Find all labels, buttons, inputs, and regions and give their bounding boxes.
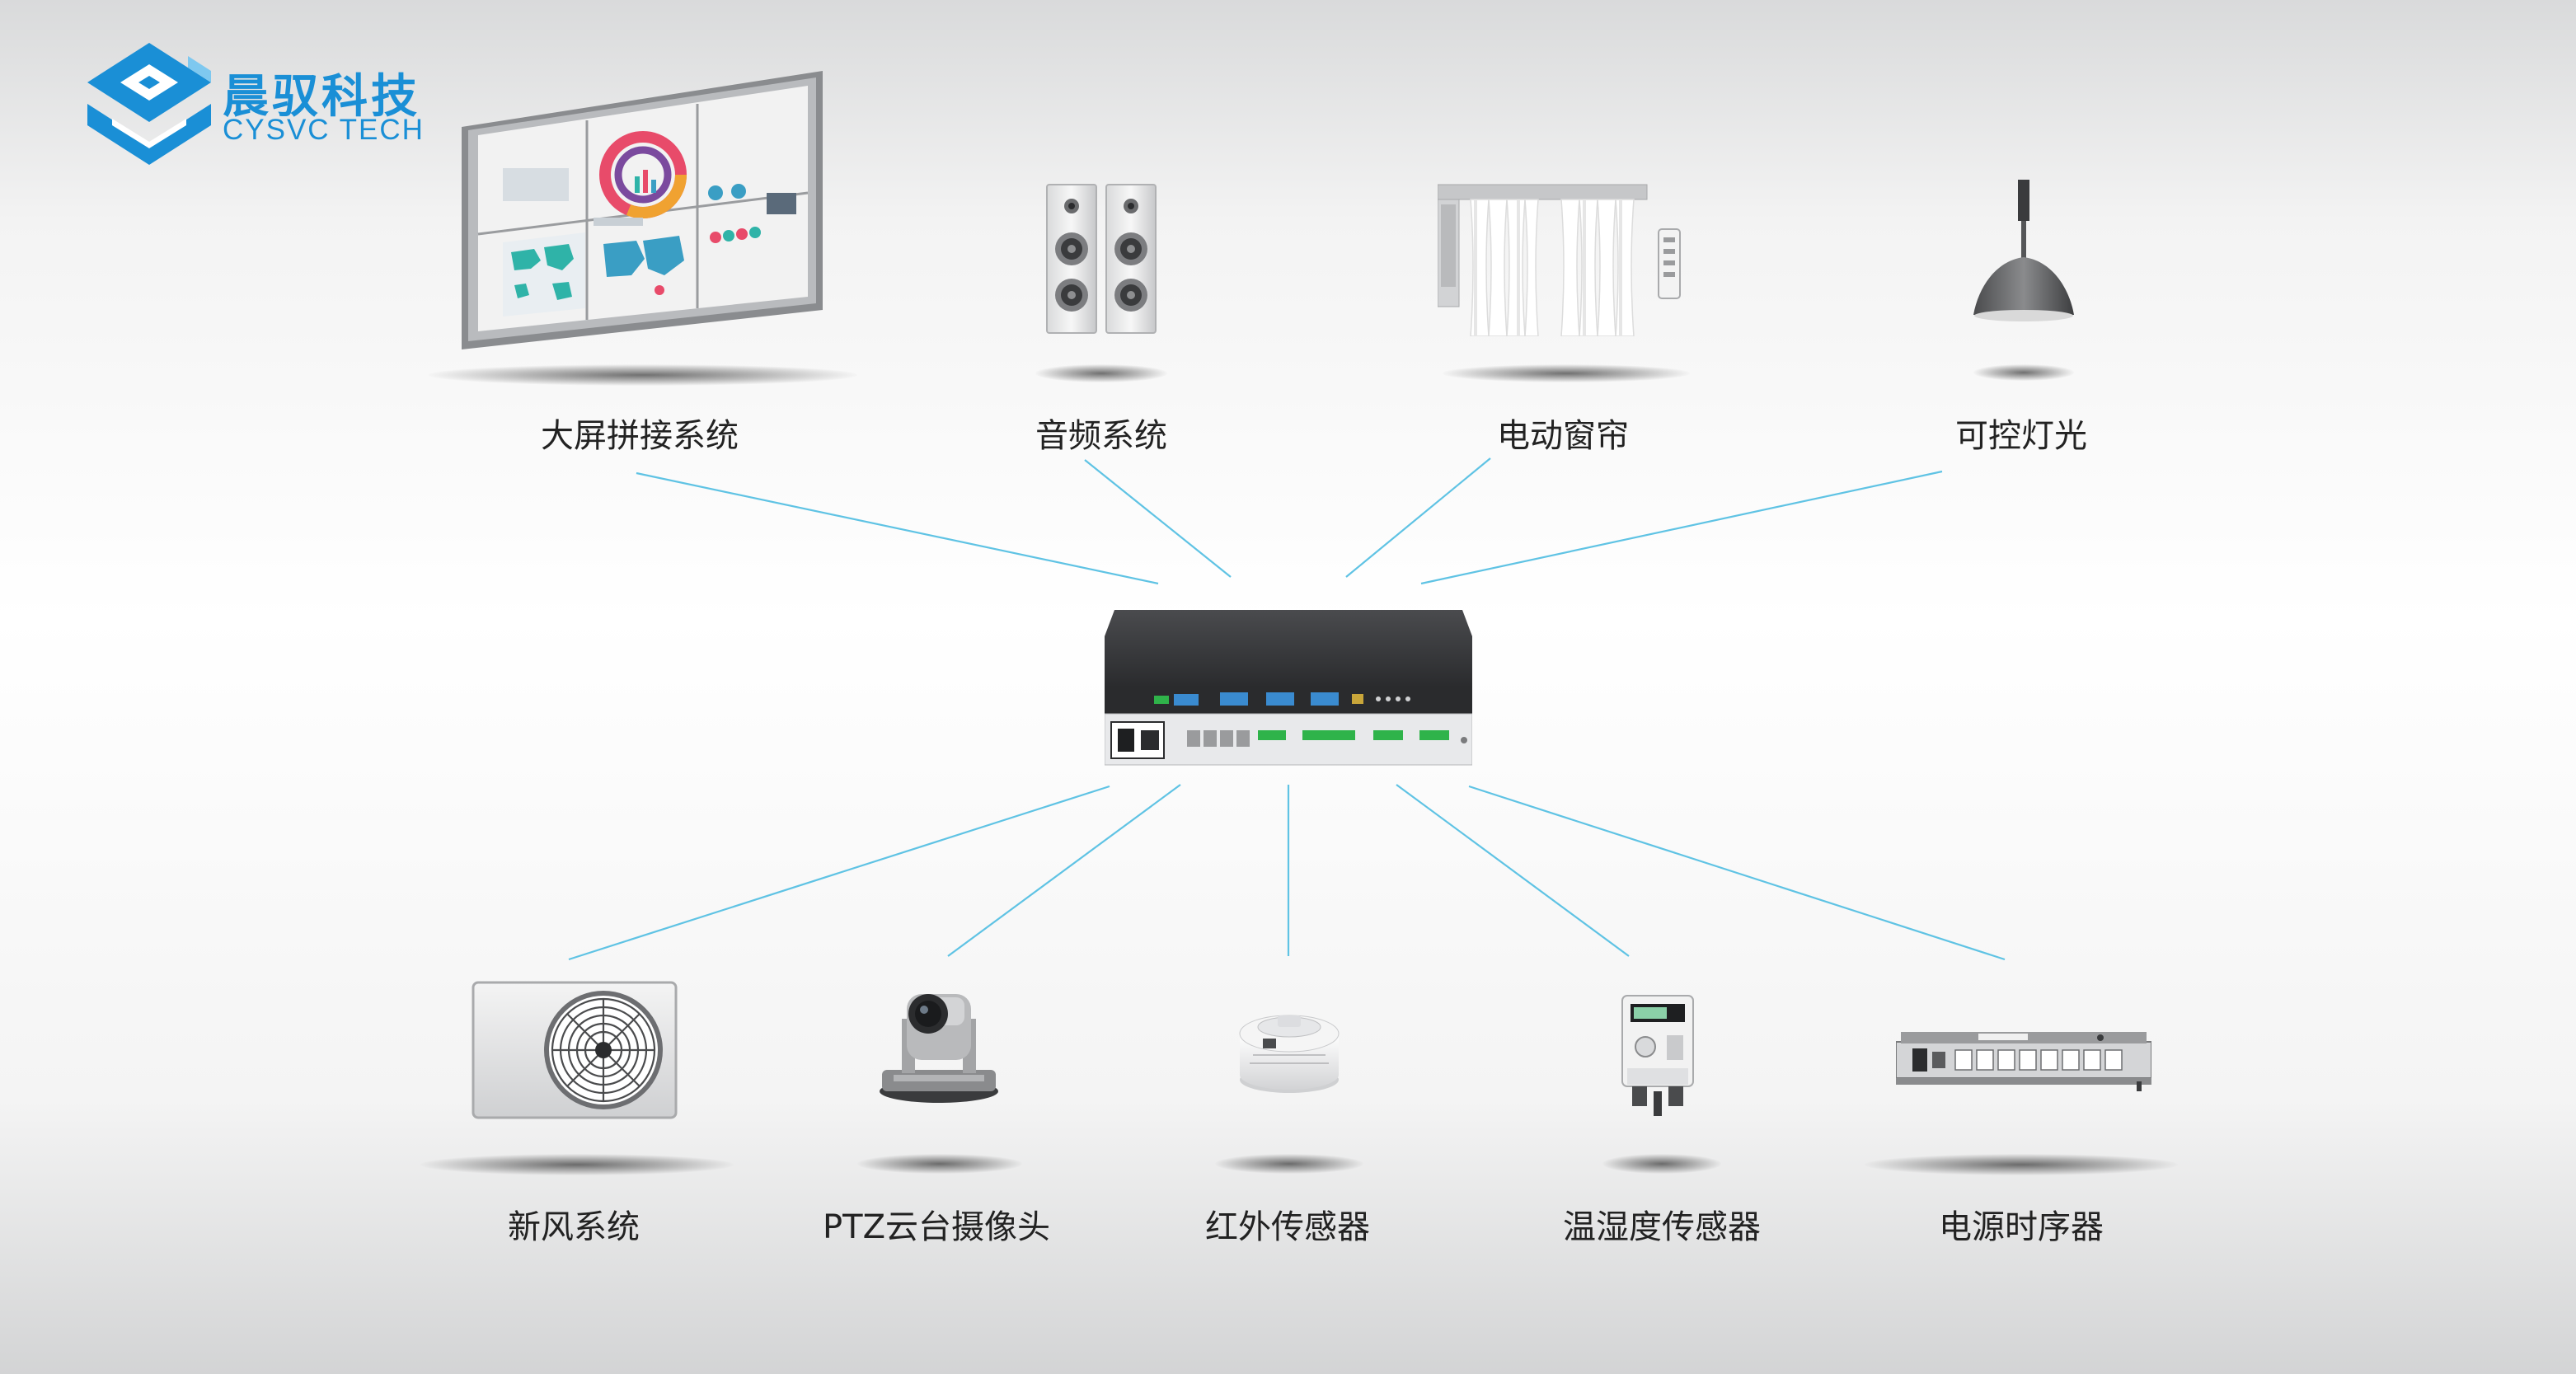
- speaker-shadow: [1035, 364, 1167, 382]
- temp-humidity-sensor-icon: [1621, 995, 1694, 1116]
- label-ptz-camera: PTZ云台摄像头: [823, 1208, 1050, 1246]
- brand-logo-icon: [87, 43, 211, 165]
- temp-sensor-shadow: [1602, 1154, 1721, 1174]
- label-fresh-air-system: 新风系统: [508, 1208, 640, 1246]
- lamp-shadow: [1973, 364, 2074, 381]
- power-sequencer-icon: [1896, 1032, 2151, 1091]
- central-controller-icon: [1105, 610, 1472, 766]
- fresh-air-unit-icon: [472, 981, 678, 1119]
- label-electric-curtain: 电动窗帘: [1497, 417, 1629, 455]
- label-video-wall-system: 大屏拼接系统: [541, 417, 739, 455]
- ir-sensor-shadow: [1215, 1154, 1363, 1174]
- line-to-ptz-camera: [947, 784, 1181, 957]
- brand-name-en: CYSVC TECH: [223, 114, 425, 146]
- line-to-fresh-air: [568, 785, 1110, 961]
- label-controllable-lighting: 可控灯光: [1955, 417, 2087, 455]
- speaker-icon: [1046, 184, 1157, 334]
- fresh-air-shadow: [420, 1154, 734, 1175]
- pendant-lamp-icon: [1973, 180, 2074, 321]
- video-wall-icon: [462, 71, 823, 349]
- line-to-temp-sensor: [1396, 784, 1630, 957]
- power-sequencer-shadow: [1865, 1154, 2178, 1175]
- curtain-shadow: [1443, 364, 1690, 382]
- label-power-sequencer: 电源时序器: [1939, 1208, 2104, 1246]
- line-to-audio: [1084, 459, 1232, 578]
- line-to-power-sequencer: [1468, 785, 2006, 961]
- line-to-curtain: [1345, 457, 1491, 578]
- label-ir-sensor: 红外传感器: [1205, 1208, 1370, 1246]
- label-audio-system: 音频系统: [1035, 417, 1167, 455]
- video-wall-shadow: [429, 364, 857, 386]
- ptz-camera-icon: [880, 994, 998, 1103]
- brand-name-cn: 晨驭科技: [223, 70, 420, 124]
- line-to-video-wall: [636, 471, 1159, 585]
- line-to-lighting: [1420, 470, 1943, 585]
- curtain-icon: [1438, 184, 1681, 336]
- label-temp-humidity-sensor: 温湿度传感器: [1563, 1208, 1761, 1246]
- ptz-camera-shadow: [857, 1154, 1022, 1174]
- ir-sensor-icon: [1239, 1015, 1340, 1093]
